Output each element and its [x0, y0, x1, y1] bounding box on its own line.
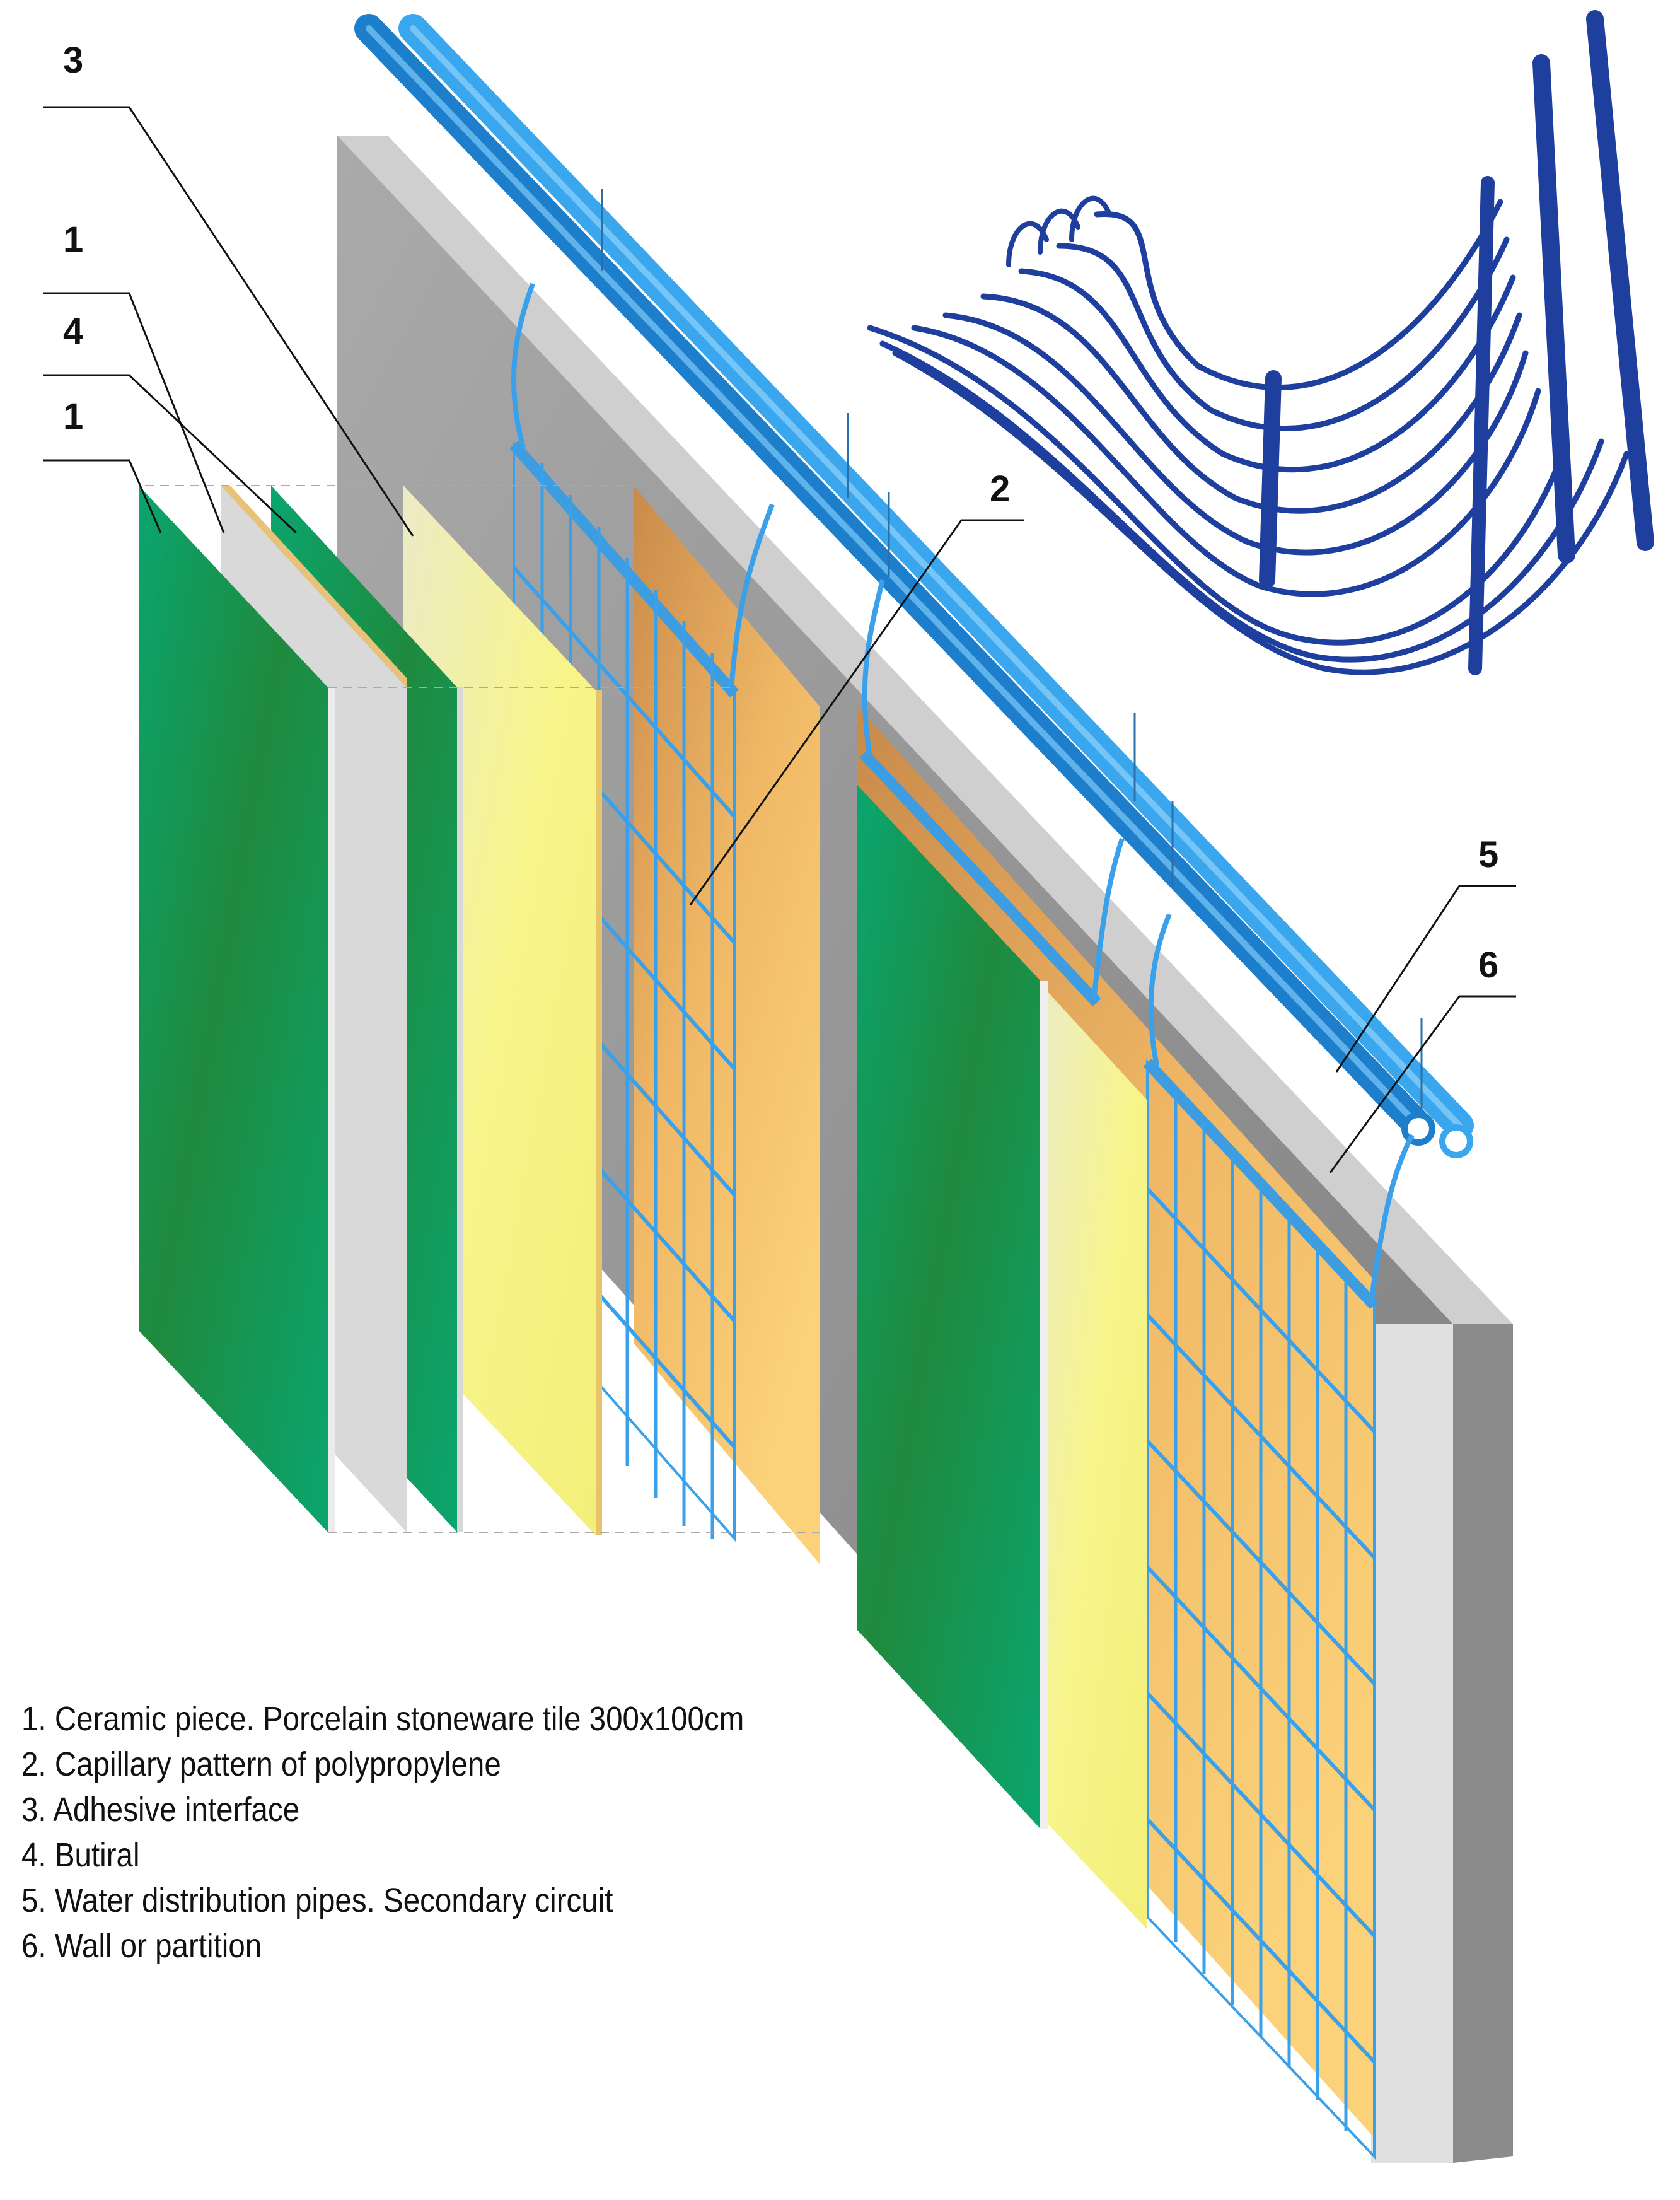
legend-item: 6. Wall or partition	[21, 1927, 262, 1965]
leader-4	[43, 374, 298, 534]
legend-item: 3. Adhesive interface	[21, 1791, 300, 1829]
wall-end-face	[1371, 1324, 1453, 2163]
legend-item: 2. Capillary pattern of polypropylene	[21, 1745, 501, 1783]
water-distribution-pipes	[354, 14, 1474, 1158]
callout-2: 2	[990, 469, 1010, 509]
ceramic-tile-left-a	[139, 486, 328, 1532]
assembled-layers-right	[857, 579, 1415, 2160]
pipe-hangers	[601, 189, 1423, 1110]
leader-1-top	[43, 292, 225, 533]
callout-3: 3	[63, 40, 83, 81]
leader-1-bottom	[43, 459, 162, 533]
callout-1-top: 1	[63, 219, 83, 260]
legend-item: 5. Water distribution pipes. Secondary c…	[21, 1882, 613, 1919]
wall-side-face	[1453, 1324, 1513, 2163]
callout-4: 4	[63, 311, 83, 352]
callout-5: 5	[1478, 834, 1498, 875]
capillary-mat-right	[859, 579, 1415, 2160]
pipe-end-lower	[1439, 1124, 1473, 1158]
leader-3	[43, 106, 414, 537]
wall-top-face	[337, 136, 1513, 1324]
leader-6	[1329, 995, 1516, 1173]
callout-1-bottom: 1	[63, 396, 83, 437]
callouts	[43, 106, 1516, 1173]
callout-6: 6	[1478, 945, 1498, 986]
exploded-layers-left	[139, 282, 820, 1564]
legend-item: 1. Ceramic piece. Porcelain stoneware ti…	[21, 1700, 744, 1738]
callout-labels: 3 1 4 1 2 5 6	[63, 40, 1498, 986]
ceramic-tile-right	[857, 785, 1040, 1829]
leader-2	[689, 519, 1024, 905]
adhesive-layer-right	[1040, 984, 1147, 1929]
legend: 1. Ceramic piece. Porcelain stoneware ti…	[21, 1696, 798, 1969]
legend-item: 4. Butiral	[21, 1836, 140, 1874]
capillary-mat-detail	[867, 10, 1654, 675]
leader-5	[1335, 885, 1516, 1073]
